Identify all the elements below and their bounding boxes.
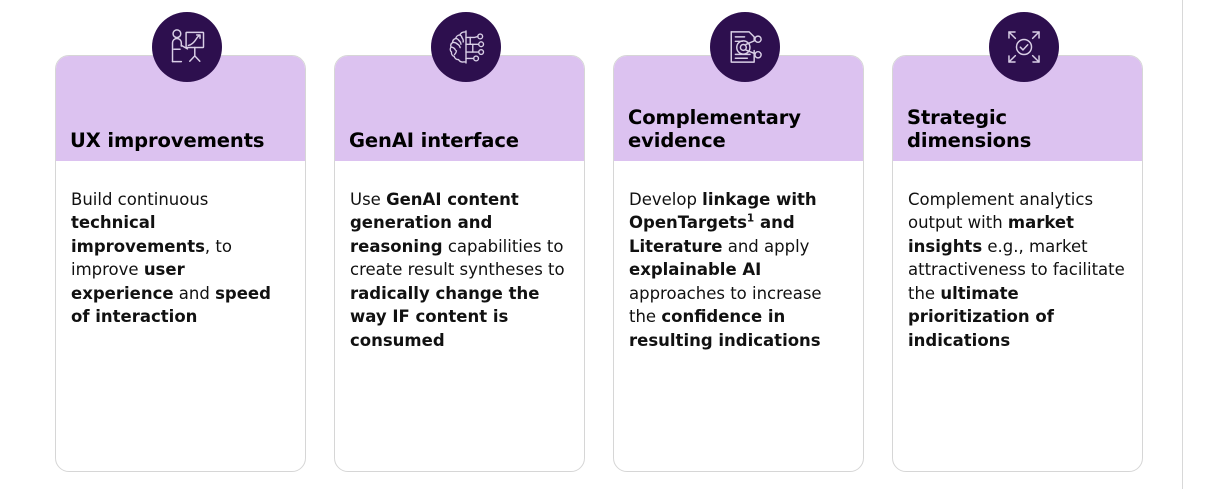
body-text-emphasis: explainable AI (629, 260, 762, 280)
card-strategic-dimensions[interactable]: Strategic dimensions Complement analytic… (892, 55, 1143, 472)
body-text-run: capabilities to create result syntheses … (350, 236, 565, 280)
body-text-emphasis: technical improvements (71, 213, 205, 256)
body-text-emphasis: linkage with OpenTargets1 (629, 190, 817, 233)
card-title: UX improvements (70, 129, 265, 153)
body-text-run: and (173, 283, 216, 303)
body-text-run: Develop (629, 190, 703, 209)
body-text-emphasis: radically change the way IF content is c… (350, 283, 540, 350)
card-ux-improvements[interactable]: UX improvements Build continuous technic… (55, 55, 306, 472)
body-text-emphasis: and (754, 213, 795, 233)
card-body-text-2: Use GenAI content generation and reasoni… (350, 190, 565, 350)
body-text-run: Use (350, 190, 387, 209)
body-text-emphasis: GenAI content generation and reasoning (350, 190, 519, 256)
card-body-text-4: Complement analytics output with market … (908, 190, 1125, 350)
body-text-emphasis: user experience (71, 260, 185, 303)
body-text-run: Complement analytics output with (908, 190, 1094, 233)
document-magnifier-network-icon (710, 12, 780, 82)
card-title: GenAI interface (349, 129, 519, 153)
card-genai-interface[interactable]: GenAI interface Use GenAI content genera… (334, 55, 585, 472)
card-body: Complement analytics output with market … (893, 161, 1142, 352)
body-text-run: Build continuous (71, 190, 209, 209)
body-text-emphasis: speed of interaction (71, 283, 271, 327)
body-text-run: and apply (722, 236, 810, 256)
body-text-emphasis: ultimate prioritization of indications (908, 283, 1054, 350)
body-text-run: e.g., market attractiveness to facilitat… (908, 236, 1125, 303)
card-complementary-evidence[interactable]: Complementary evidence Develop linkage w… (613, 55, 864, 472)
card-body: Develop linkage with OpenTargets1 and Li… (614, 161, 863, 352)
person-presenting-growth-chart-icon (152, 12, 222, 82)
body-text-emphasis: Literature (629, 236, 723, 256)
expand-arrows-check-circle-icon (989, 12, 1059, 82)
card-body-text-1: Build continuous technical improvements,… (71, 190, 271, 326)
card-body-text-3: Develop linkage with OpenTargets1 and Li… (629, 190, 822, 350)
body-text-run: approaches to increase the (629, 283, 822, 327)
brain-circuit-ai-icon (431, 12, 501, 82)
body-text-run: , to improve (71, 236, 232, 280)
footnote-marker: 1 (746, 212, 755, 225)
card-header: GenAI interface (335, 56, 584, 161)
slide-edge-divider (1182, 0, 1183, 489)
body-text-emphasis: market insights (908, 213, 1074, 256)
card-title: Complementary evidence (628, 105, 801, 153)
card-body: Build continuous technical improvements,… (56, 161, 305, 329)
body-text-emphasis: confidence in resulting indications (629, 307, 821, 350)
card-body: Use GenAI content generation and reasoni… (335, 161, 584, 352)
card-title: Strategic dimensions (907, 105, 1032, 153)
